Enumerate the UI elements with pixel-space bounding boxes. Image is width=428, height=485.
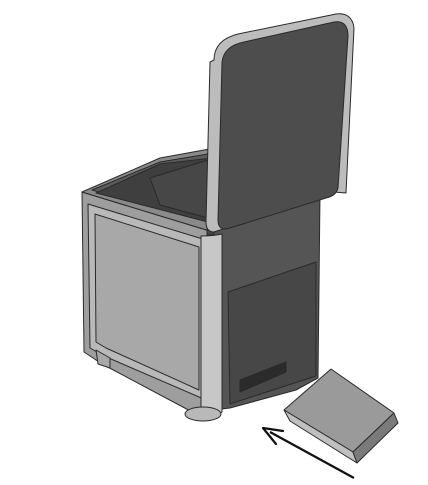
arrow-head	[263, 428, 283, 444]
lid-face	[218, 22, 348, 229]
foot-front	[185, 407, 221, 421]
open-lid	[206, 14, 354, 235]
corner-highlight	[201, 234, 222, 416]
